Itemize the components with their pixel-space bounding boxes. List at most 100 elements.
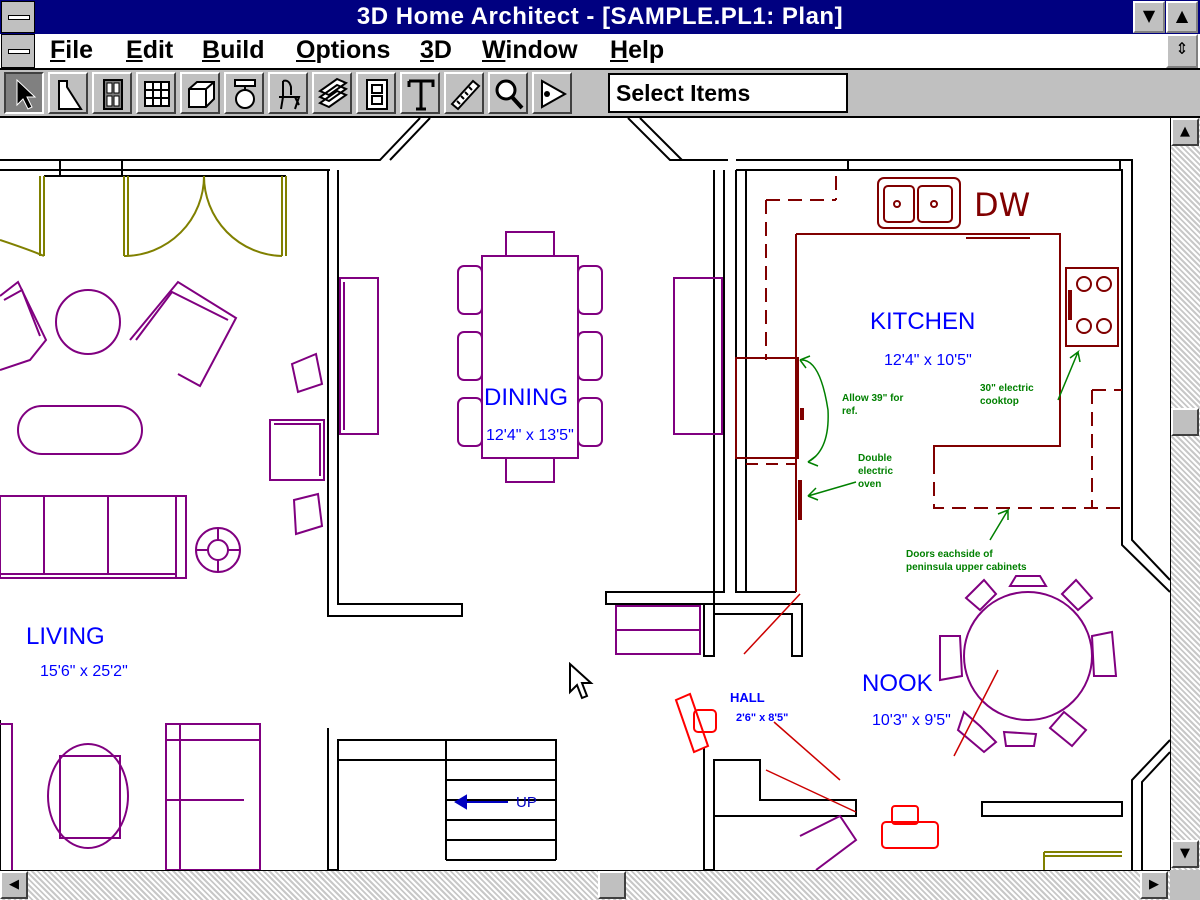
menu-options-key: O [296, 36, 316, 64]
walls [0, 118, 1170, 870]
vertical-scrollbar[interactable]: ▲ ▼ [1170, 118, 1200, 870]
note-oven-line3: oven [858, 479, 882, 490]
note-refrigerator-line1: Allow 39" for [842, 393, 904, 404]
stairs-icon [317, 77, 349, 109]
living-french-doors [0, 175, 1122, 870]
title-bar: 3D Home Architect - [SAMPLE.PL1: Plan] ▼… [0, 0, 1200, 34]
fixture-icon [234, 79, 256, 109]
note-peninsula-doors: Doors eachside of peninsula upper cabine… [906, 548, 1027, 574]
horizontal-scroll-thumb[interactable] [598, 871, 626, 899]
maximize-icon: ▲ [1175, 6, 1189, 25]
mouse-pointer-icon [569, 662, 594, 700]
system-menu-icon [8, 15, 30, 20]
scroll-up-button[interactable]: ▲ [1171, 118, 1199, 146]
note-peninsula-line1: Doors eachside of [906, 549, 993, 560]
scrollbar-corner [1170, 870, 1200, 900]
menu-3d[interactable]: 3D [420, 36, 452, 65]
window-title: 3D Home Architect - [SAMPLE.PL1: Plan] [356, 3, 844, 30]
floor-plan [0, 118, 1170, 870]
room-label-hall: HALL [730, 690, 765, 705]
wall-icon [58, 80, 83, 110]
note-cooktop-line1: 30" electric [980, 383, 1034, 394]
nook-furniture [799, 575, 1118, 870]
tool-stairs[interactable] [312, 72, 352, 114]
minimize-button[interactable]: ▼ [1133, 1, 1165, 33]
toolbar: Select Items [0, 70, 1200, 118]
note-oven-line2: electric [858, 466, 894, 477]
menu-edit[interactable]: Edit [126, 36, 173, 65]
document-restore-button[interactable]: ⇕ [1166, 34, 1198, 68]
menu-file-label: ile [65, 36, 94, 64]
tool-select[interactable] [4, 72, 44, 114]
door-icon [103, 79, 123, 110]
menu-build-label: uild [220, 36, 265, 64]
tool-furniture[interactable] [268, 72, 308, 114]
system-menu-button[interactable] [1, 1, 35, 33]
tool-wall[interactable] [48, 72, 88, 114]
menu-help[interactable]: Help [610, 36, 664, 65]
menu-window-label: indow [505, 36, 578, 64]
minimize-icon: ▼ [1142, 6, 1156, 25]
vertical-scroll-thumb[interactable] [1171, 408, 1199, 436]
tool-dimension[interactable] [444, 72, 484, 114]
menu-edit-key: E [126, 36, 143, 64]
restore-icon: ⇕ [1175, 39, 1189, 58]
tool-zoom[interactable] [488, 72, 528, 114]
note-oven-line1: Double [858, 453, 892, 464]
kitchen-cabinets [735, 176, 1122, 592]
note-peninsula-line2: peninsula upper cabinets [906, 562, 1027, 573]
note-refrigerator: Allow 39" for ref. [842, 392, 903, 418]
maximize-button[interactable]: ▲ [1166, 1, 1198, 33]
note-oven: Double electric oven [858, 452, 893, 491]
furniture-chair-icon [279, 79, 301, 110]
electrical-outlet-icon [366, 79, 388, 110]
scroll-down-button[interactable]: ▼ [1171, 840, 1199, 868]
menu-bar: File Edit Build Options 3D Window Help ⇕ [0, 34, 1200, 70]
tool-cabinet[interactable] [180, 72, 220, 114]
room-size-dining: 12'4" x 13'5" [486, 427, 574, 444]
menu-3d-key: 3 [420, 36, 434, 64]
scroll-right-button[interactable]: ▶ [1140, 871, 1168, 899]
horizontal-scrollbar[interactable]: ◀ ▶ [0, 870, 1170, 900]
scroll-down-icon: ▼ [1180, 846, 1190, 861]
tool-window[interactable] [136, 72, 176, 114]
camera-view-icon [541, 79, 568, 109]
document-system-menu-icon [8, 49, 30, 54]
stairs-arrow [454, 794, 508, 810]
plan-canvas[interactable]: LIVING 15'6" x 25'2" DINING 12'4" x 13'5… [0, 118, 1170, 870]
stairs-up-label: UP [516, 794, 537, 811]
window-grid-icon [144, 81, 170, 107]
room-size-kitchen: 12'4" x 10'5" [884, 352, 972, 369]
room-label-living: LIVING [26, 623, 105, 650]
tool-electrical[interactable] [356, 72, 396, 114]
menu-options[interactable]: Options [296, 36, 390, 65]
menu-options-label: ptions [315, 36, 391, 64]
scroll-right-icon: ▶ [1149, 877, 1159, 892]
note-cooktop: 30" electric cooktop [980, 382, 1034, 408]
tool-text[interactable] [400, 72, 440, 114]
tool-fixture[interactable] [224, 72, 264, 114]
menu-window[interactable]: Window [482, 36, 578, 65]
menu-file[interactable]: File [50, 36, 93, 65]
menu-3d-label: D [433, 36, 452, 64]
menu-build-key: B [202, 36, 221, 64]
note-arrows [799, 349, 1081, 541]
status-display: Select Items [608, 73, 848, 113]
room-label-nook: NOOK [862, 670, 933, 697]
note-refrigerator-line2: ref. [842, 406, 858, 417]
menu-window-key: W [482, 36, 506, 64]
menu-file-key: F [50, 36, 66, 64]
tool-camera[interactable] [532, 72, 572, 114]
room-label-dining: DINING [484, 384, 568, 411]
scroll-left-button[interactable]: ◀ [0, 871, 28, 899]
scroll-up-icon: ▲ [1180, 124, 1190, 139]
living-furniture [0, 280, 325, 870]
menu-build[interactable]: Build [202, 36, 265, 65]
tool-door[interactable] [92, 72, 132, 114]
red-fixtures [674, 692, 939, 849]
document-system-menu-button[interactable] [1, 34, 35, 68]
dining-furniture [339, 231, 723, 655]
room-size-hall: 2'6" x 8'5" [736, 712, 789, 724]
menu-help-key: H [610, 36, 629, 64]
select-arrow-icon [16, 78, 37, 110]
